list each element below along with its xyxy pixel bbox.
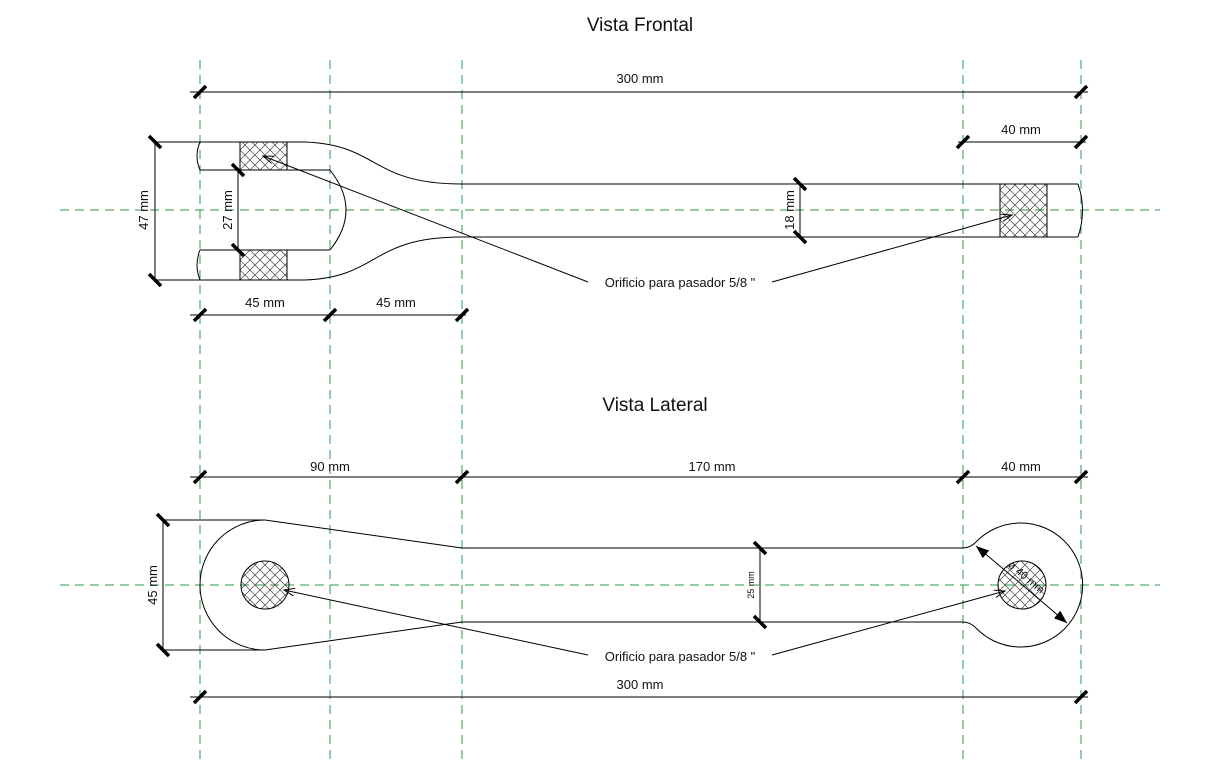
front-dim-total: 300 mm bbox=[190, 71, 1089, 100]
side-dim-total-label: 300 mm bbox=[617, 677, 664, 692]
front-part-outline bbox=[155, 141, 1083, 281]
front-dim-45b-label: 45 mm bbox=[376, 295, 416, 310]
side-dims-top: 90 mm 170 mm 40 mm bbox=[190, 459, 1089, 485]
front-dim-inner: 27 mm bbox=[220, 162, 246, 258]
front-dim-45a-label: 45 mm bbox=[245, 295, 285, 310]
pin-hole-hatch bbox=[239, 249, 288, 281]
front-dim-height-label: 47 mm bbox=[136, 190, 151, 230]
front-dim-height: 47 mm bbox=[136, 134, 163, 288]
front-leader: Orificio para pasador 5/8 " bbox=[263, 156, 1012, 290]
side-leader-label: Orificio para pasador 5/8 " bbox=[605, 649, 756, 664]
pin-hole-hatch bbox=[999, 183, 1048, 238]
front-dim-45: 45 mm 45 mm bbox=[190, 295, 470, 323]
side-dim-height-label: 45 mm bbox=[145, 565, 160, 605]
front-view-title: Vista Frontal bbox=[587, 15, 693, 36]
side-view-title: Vista Lateral bbox=[602, 395, 707, 416]
pin-hole-hatch bbox=[240, 560, 290, 610]
side-leader: Orificio para pasador 5/8 " bbox=[284, 590, 1005, 664]
front-dim-end-label: 40 mm bbox=[1001, 122, 1041, 137]
front-dim-shaft-label: 18 mm bbox=[782, 190, 797, 230]
side-dim-total: 300 mm bbox=[190, 677, 1089, 705]
side-dim-shaft: 25 mm bbox=[746, 540, 768, 630]
front-leader-label: Orificio para pasador 5/8 " bbox=[605, 275, 756, 290]
front-dim-total-label: 300 mm bbox=[617, 71, 664, 86]
side-dim-90-label: 90 mm bbox=[310, 459, 350, 474]
side-dim-40-label: 40 mm bbox=[1001, 459, 1041, 474]
side-dim-170-label: 170 mm bbox=[689, 459, 736, 474]
side-dim-height: 45 mm bbox=[145, 512, 265, 658]
front-dim-inner-label: 27 mm bbox=[220, 190, 235, 230]
front-dim-end: 40 mm bbox=[955, 122, 1089, 150]
side-dim-shaft-label: 25 mm bbox=[746, 571, 756, 599]
front-dim-shaft: 18 mm bbox=[782, 176, 808, 245]
